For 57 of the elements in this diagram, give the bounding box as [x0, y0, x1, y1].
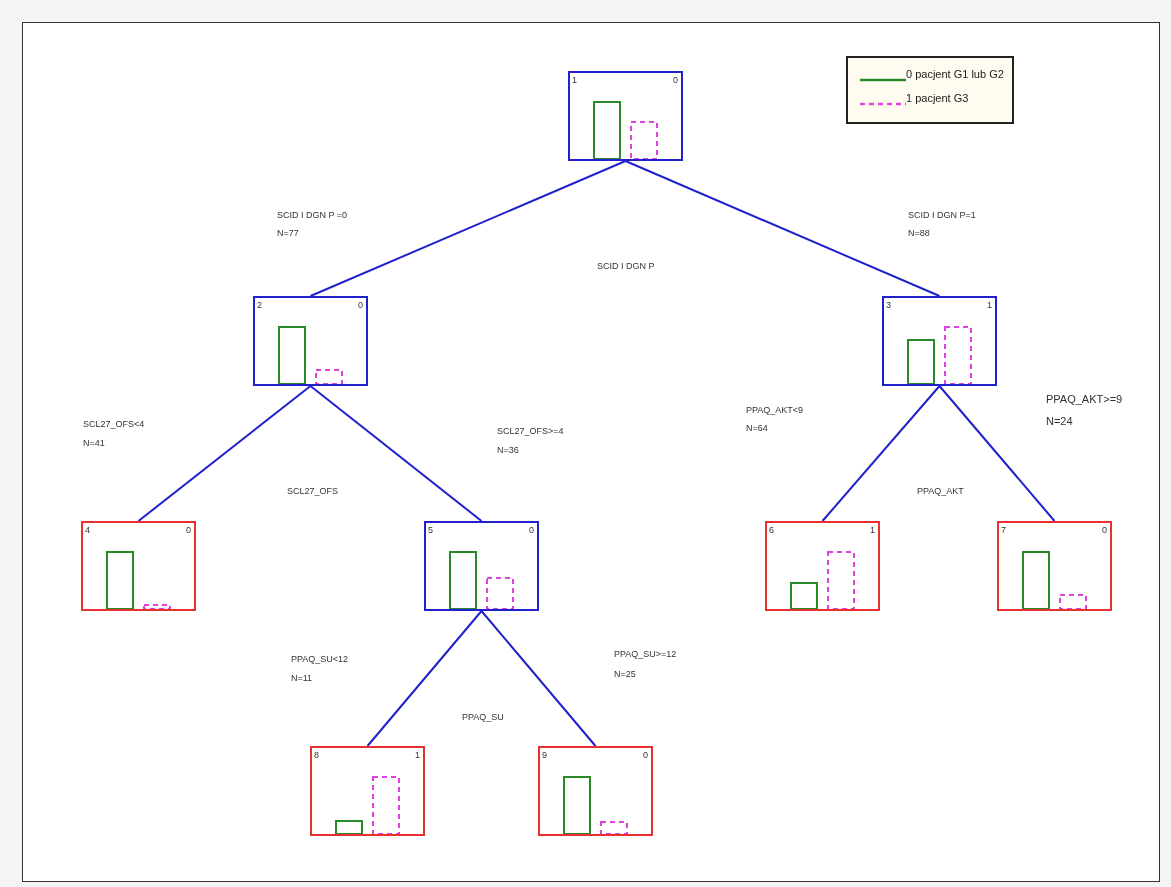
split-node-box [424, 521, 539, 611]
predicted-class: 1 [987, 300, 992, 310]
split-condition: PPAQ_SU>=12 [614, 649, 677, 660]
leaf-node-box [997, 521, 1112, 611]
split-node-box [253, 296, 368, 386]
split-variable: PPAQ_AKT [917, 486, 964, 497]
predicted-class: 0 [1102, 525, 1107, 535]
predicted-class: 0 [186, 525, 191, 535]
predicted-class: 0 [643, 750, 648, 760]
tree-branch-line [137, 385, 312, 522]
legend-label: 1 pacjent G3 [906, 92, 969, 104]
split-variable: SCID I DGN P [597, 261, 655, 272]
split-variable: PPAQ_SU [462, 712, 504, 723]
predicted-class: 0 [358, 300, 363, 310]
tree-branch-line [624, 160, 941, 297]
split-condition: SCID I DGN P =0 [277, 210, 348, 221]
tree-branch-line [821, 385, 941, 522]
split-variable: SCL27_OFS [287, 486, 339, 497]
tree-branch-line [309, 160, 627, 297]
predicted-class: 0 [529, 525, 534, 535]
node-number: 5 [428, 525, 433, 535]
node-number: 7 [1001, 525, 1006, 535]
split-node-box [882, 296, 997, 386]
node-number: 6 [769, 525, 774, 535]
leaf-node-box [81, 521, 196, 611]
sample-count: N=88 [908, 228, 930, 239]
node-number: 9 [542, 750, 547, 760]
predicted-class: 0 [673, 75, 678, 85]
tree-branch-line [309, 385, 483, 522]
tree-branch-line [366, 610, 483, 747]
leaf-node-box [538, 746, 653, 836]
sample-count: N=64 [746, 423, 768, 434]
split-condition: PPAQ_SU<12 [291, 654, 349, 665]
split-condition: SCL27_OFS<4 [83, 419, 145, 430]
leaf-node-box [765, 521, 880, 611]
split-condition: SCID I DGN P=1 [908, 210, 976, 221]
node-number: 8 [314, 750, 319, 760]
node-number: 4 [85, 525, 90, 535]
split-condition: SCL27_OFS>=4 [497, 426, 564, 437]
legend-label: 0 pacjent G1 lub G2 [906, 68, 1004, 80]
split-condition: PPAQ_AKT>=9 [1046, 394, 1123, 405]
sample-count: N=36 [497, 445, 519, 456]
sample-count: N=24 [1046, 416, 1073, 427]
sample-count: N=25 [614, 669, 636, 680]
node-number: 3 [886, 300, 891, 310]
split-node-box [568, 71, 683, 161]
sample-count: N=11 [291, 673, 313, 684]
split-condition: PPAQ_AKT<9 [746, 405, 804, 416]
predicted-class: 1 [870, 525, 875, 535]
sample-count: N=41 [83, 438, 105, 449]
sample-count: N=77 [277, 228, 299, 239]
node-number: 2 [257, 300, 262, 310]
leaf-node-box [310, 746, 425, 836]
node-number: 1 [572, 75, 577, 85]
predicted-class: 1 [415, 750, 420, 760]
tree-branch-line [480, 610, 597, 747]
tree-branch-line [938, 385, 1056, 522]
